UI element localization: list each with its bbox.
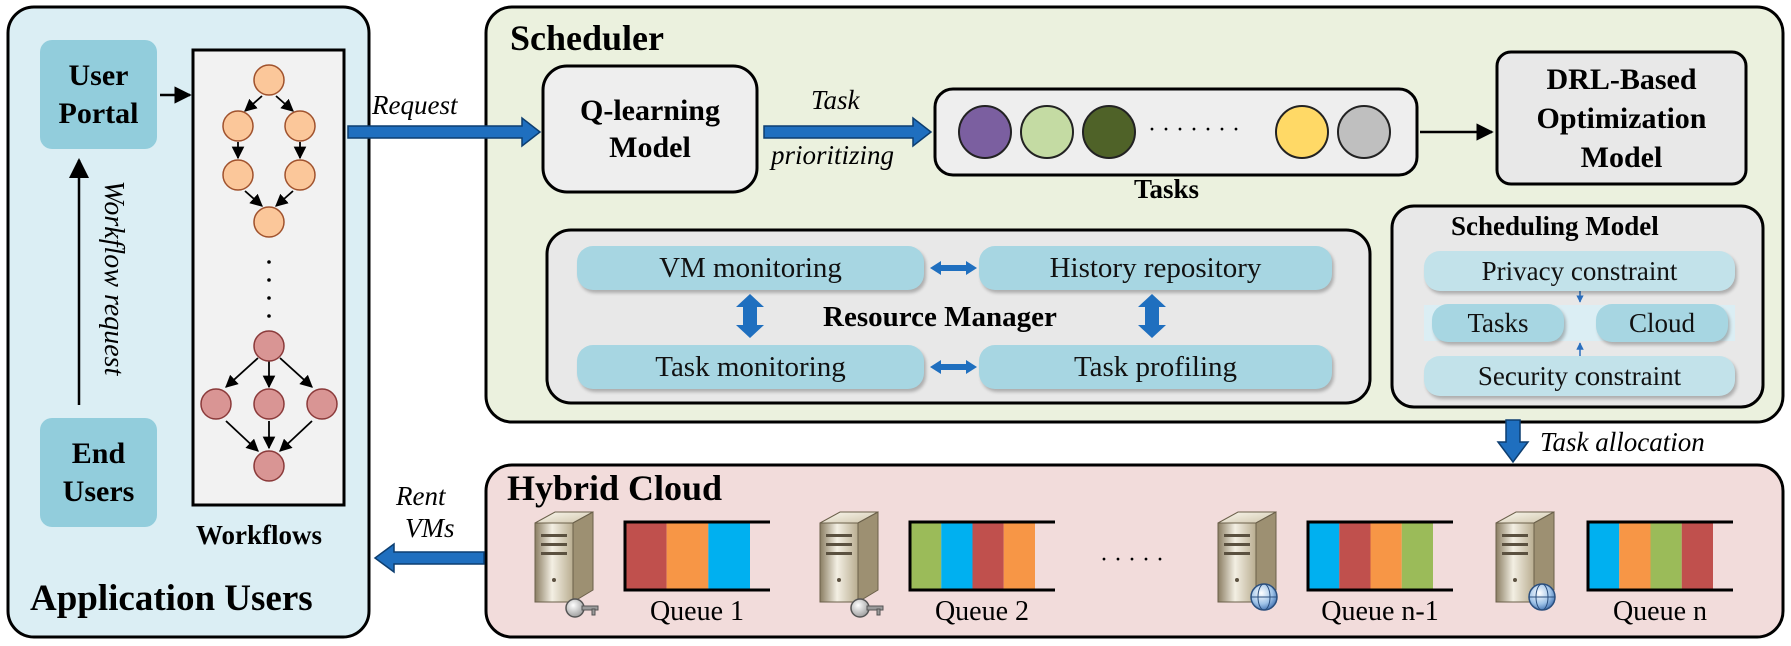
server-icon [534,511,594,603]
globe-icon [1528,583,1556,611]
hybrid-cloud-panel [484,463,1785,639]
task-circle [1020,105,1074,159]
bottom-workflow-edges [225,357,313,452]
task-circle [958,105,1012,159]
q-learning-box[interactable]: Q-learning Model [543,66,757,192]
task-circle [1082,105,1136,159]
queue-segment [1308,522,1340,590]
tasks-label: Tasks [1134,174,1200,204]
workflow-request-label: Workflow request [98,180,129,376]
hybrid-dots: · · · · · [1100,547,1164,573]
rm-vertical-double-arrows [736,294,1166,338]
scheduler-title: Scheduler [510,18,665,58]
queue-segment [1339,522,1371,590]
queue-segment [1588,522,1620,590]
workflows-label: Workflows [196,520,323,550]
queue-label: Queue 2 [934,596,1030,627]
user-portal-box [40,40,157,149]
task-monitoring-pill[interactable]: Task monitoring [577,345,924,389]
user-portal-label: User Portal [58,59,139,130]
queue-segment [1650,522,1682,590]
key-icon [565,598,599,618]
queue-segment [1003,522,1035,590]
hybrid-cloud-title: Hybrid Cloud [507,468,723,508]
globe-icon [1250,583,1278,611]
bottom-workflow-nodes [200,330,338,482]
queue-segment [1401,522,1433,590]
server-icon [1495,511,1555,603]
queue-segment [625,522,667,590]
vm-monitoring-pill[interactable]: VM monitoring [577,246,924,290]
rent-vms-arrow [373,542,485,574]
queue-segment [941,522,973,590]
queue-segment [972,522,1004,590]
task-allocation-label: Task allocation [1540,427,1705,457]
rm-horizontal-double-arrows [930,261,977,374]
queue-segment [666,522,709,590]
queue-bar [908,520,1055,592]
queue-label: Queue n-1 [1321,596,1439,627]
end-users-box [40,418,157,527]
scheduling-model-title: Scheduling Model [1451,211,1659,241]
queue-segment [910,522,942,590]
drl-box[interactable]: DRL-Based Optimization Model [1497,52,1746,184]
sm-cloud-pill[interactable]: Cloud [1596,304,1728,342]
top-workflow-nodes [222,64,316,238]
resource-manager-title: Resource Manager [823,301,1057,333]
queues-group [534,511,1733,618]
queue-bar [623,520,770,592]
sm-tasks-pill[interactable]: Tasks [1432,304,1564,342]
server-icon [819,511,879,603]
end-users-label: End Users [62,437,135,508]
server-icon [1217,511,1277,603]
rent-vms-label-1: Rent [396,481,446,511]
task-prioritizing-arrow [763,116,933,148]
security-constraint-pill[interactable]: Security constraint [1424,356,1735,396]
request-arrow [347,116,542,148]
task-prioritizing-label-1: Task [811,85,860,115]
queue-3 [1217,511,1453,611]
task-circle [1275,105,1329,159]
queue-label: Queue 1 [649,596,745,627]
rent-vms-label-2: VMs [405,513,455,543]
task-dots: · · · · · · · [1148,117,1240,143]
queue-segment [1681,522,1713,590]
q-learning-box-shape [541,64,759,194]
queue-label: Queue n [1612,596,1708,627]
queue-2 [819,511,1055,618]
task-circles [958,105,1391,159]
queue-bar [1586,520,1733,592]
q-learning-label: Q-learning Model [580,93,720,165]
queue-bar [1306,520,1453,592]
queue-segment [708,522,750,590]
end-users-box[interactable]: End Users [40,418,157,527]
key-icon [850,598,884,618]
queue-segment [1370,522,1402,590]
workflow-vertical-dots [267,260,271,318]
drl-box-shape [1495,50,1748,186]
queue-1 [534,511,770,618]
application-users-title: Application Users [30,578,313,619]
task-profiling-pill[interactable]: Task profiling [979,345,1332,389]
top-workflow-edges [231,95,307,207]
queue-segment [1619,522,1651,590]
user-portal-box[interactable]: User Portal [40,40,157,149]
queue-4 [1495,511,1733,611]
request-label: Request [372,90,458,120]
task-allocation-arrow [1496,419,1530,464]
task-prioritizing-label-2: prioritizing [771,140,895,170]
task-circle [1337,105,1391,159]
history-repository-pill[interactable]: History repository [979,246,1332,290]
drl-label: DRL-Based Optimization Model [1536,62,1707,174]
privacy-constraint-pill[interactable]: Privacy constraint [1424,251,1735,291]
